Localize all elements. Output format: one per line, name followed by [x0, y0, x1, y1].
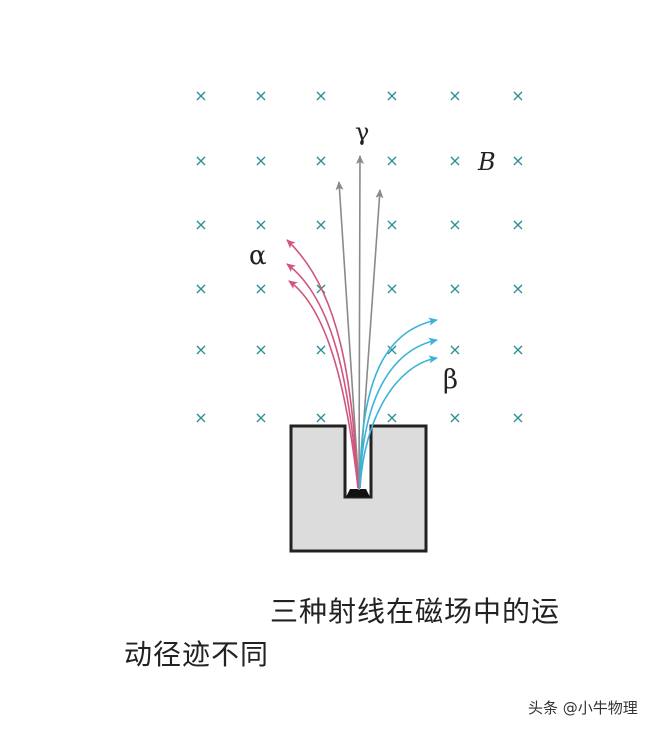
field-cross: × — [511, 215, 524, 234]
field-cross: × — [314, 151, 327, 170]
field-cross: × — [511, 279, 524, 298]
caption-line-2: 动径迹不同 — [124, 638, 270, 671]
field-cross: × — [194, 86, 207, 105]
field-label: B — [477, 148, 496, 176]
field-cross: × — [511, 151, 524, 170]
watermark: 头条 @小牛物理 — [528, 699, 638, 717]
field-cross: × — [511, 340, 524, 359]
field-cross: × — [254, 340, 267, 359]
alpha-label: α — [249, 241, 267, 271]
field-cross: × — [385, 86, 398, 105]
field-cross: × — [314, 408, 327, 427]
magnetic-field-crosses: ×××××××××××××××××××××××××××××××××××× — [194, 86, 524, 427]
field-cross: × — [448, 279, 461, 298]
field-cross: × — [194, 408, 207, 427]
field-cross: × — [385, 279, 398, 298]
field-cross: × — [385, 215, 398, 234]
source-container — [289, 424, 428, 553]
field-cross: × — [194, 151, 207, 170]
radioactive-source — [346, 489, 370, 497]
field-cross: × — [194, 215, 207, 234]
beta-label: β — [443, 365, 458, 395]
field-cross: × — [314, 340, 327, 359]
field-cross: × — [385, 151, 398, 170]
field-cross: × — [254, 151, 267, 170]
field-cross: × — [511, 86, 524, 105]
field-cross: × — [385, 340, 398, 359]
field-cross: × — [254, 86, 267, 105]
caption-line-1: 三种射线在磁场中的运 — [270, 595, 561, 628]
field-cross: × — [448, 408, 461, 427]
field-cross: × — [448, 151, 461, 170]
field-cross: × — [314, 86, 327, 105]
field-cross: × — [194, 279, 207, 298]
field-cross: × — [511, 408, 524, 427]
alpha-rays — [286, 239, 359, 489]
field-cross: × — [448, 340, 461, 359]
field-cross: × — [314, 215, 327, 234]
gamma-label: γ — [355, 118, 369, 146]
beta-rays — [359, 317, 438, 489]
field-cross: × — [448, 86, 461, 105]
field-cross: × — [254, 408, 267, 427]
field-cross: × — [254, 215, 267, 234]
field-cross: × — [385, 408, 398, 427]
field-cross: × — [194, 340, 207, 359]
field-cross: × — [448, 215, 461, 234]
field-cross: × — [254, 279, 267, 298]
